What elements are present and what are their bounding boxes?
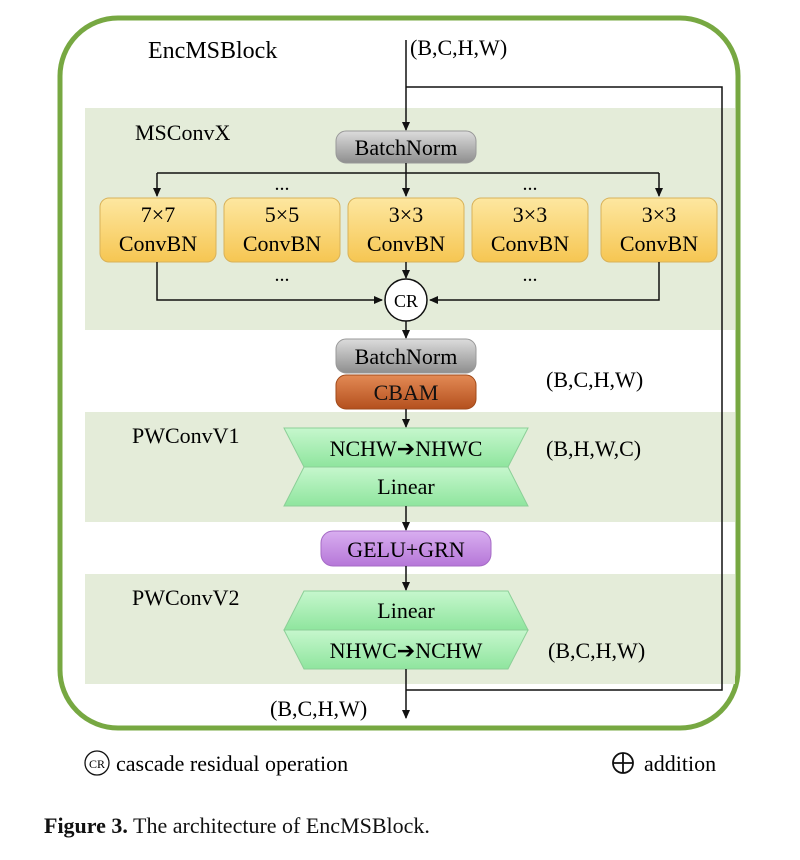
pwconvv1-shape-label: (B,H,W,C) <box>546 436 641 461</box>
cbam-label: CBAM <box>374 380 439 405</box>
pwconvv2-permute-box <box>283 629 529 670</box>
ellipsis-top-left: ... <box>275 173 290 195</box>
conv-1-kernel: 7×7 <box>141 202 175 227</box>
encmsblock-diagram: EncMSBlock (B,C,H,W) MSConvX PWConvV1 PW… <box>57 15 741 776</box>
conv-branch-1: 7×7 ConvBN <box>99 197 217 263</box>
figure-caption-text: The architecture of EncMSBlock. <box>127 813 430 838</box>
conv-branch-4: 3×3 ConvBN <box>471 197 589 263</box>
pwconvv1-label: PWConvV1 <box>132 423 240 448</box>
msconvx-label: MSConvX <box>135 120 230 145</box>
gelu-grn-label: GELU+GRN <box>347 537 465 562</box>
pwconvv2-label: PWConvV2 <box>132 585 240 610</box>
figure-caption: Figure 3. The architecture of EncMSBlock… <box>44 813 430 839</box>
ellipsis-bottom-left: ... <box>275 264 290 286</box>
pwconvv1-permute-label: NCHW➔NHWC <box>330 436 483 461</box>
encmsblock-frame <box>57 15 741 731</box>
conv-branch-5: 3×3 ConvBN <box>600 197 718 263</box>
legend-cr-symbol: CR <box>89 757 105 771</box>
conv-branch-3: 3×3 ConvBN <box>347 197 465 263</box>
pwconvv1-linear-box <box>283 466 529 507</box>
merge-line-right <box>429 262 660 304</box>
conv-5-name: ConvBN <box>620 231 698 256</box>
msconvx-batchnorm-label: BatchNorm <box>355 135 458 160</box>
conv-4-name: ConvBN <box>491 231 569 256</box>
ellipsis-top-right: ... <box>523 173 538 195</box>
conv-branch-2: 5×5 ConvBN <box>223 197 341 263</box>
pwconvv2-permute-label: NHWC➔NCHW <box>330 638 483 663</box>
output-shape-label: (B,C,H,W) <box>270 696 367 721</box>
input-shape-label: (B,C,H,W) <box>410 35 507 60</box>
conv-5-kernel: 3×3 <box>642 202 676 227</box>
legend-add: addition <box>612 751 716 776</box>
cbam-shape-label: (B,C,H,W) <box>546 367 643 392</box>
pwconvv1-linear-label: Linear <box>377 474 435 499</box>
figure-caption-label: Figure 3. <box>44 813 128 838</box>
mid-batchnorm-label: BatchNorm <box>355 344 458 369</box>
legend-cr-text: cascade residual operation <box>116 751 348 776</box>
conv-3-kernel: 3×3 <box>389 202 423 227</box>
pwconvv2-linear-label: Linear <box>377 598 435 623</box>
legend-cr-icon <box>84 750 110 776</box>
merge-line-left <box>156 262 383 304</box>
legend-cr: CR cascade residual operation <box>84 750 348 776</box>
block-title: EncMSBlock <box>148 38 277 64</box>
pwconvv2-shape-label: (B,C,H,W) <box>548 638 645 663</box>
conv-3-name: ConvBN <box>367 231 445 256</box>
cr-label: CR <box>394 291 418 311</box>
legend-add-text: addition <box>644 751 716 776</box>
conv-1-name: ConvBN <box>119 231 197 256</box>
mid-batchnorm-box <box>335 338 477 374</box>
conv-4-kernel: 3×3 <box>513 202 547 227</box>
conv-2-kernel: 5×5 <box>265 202 299 227</box>
ellipsis-bottom-right: ... <box>523 264 538 286</box>
residual-skip-line <box>406 86 723 691</box>
conv-2-name: ConvBN <box>243 231 321 256</box>
